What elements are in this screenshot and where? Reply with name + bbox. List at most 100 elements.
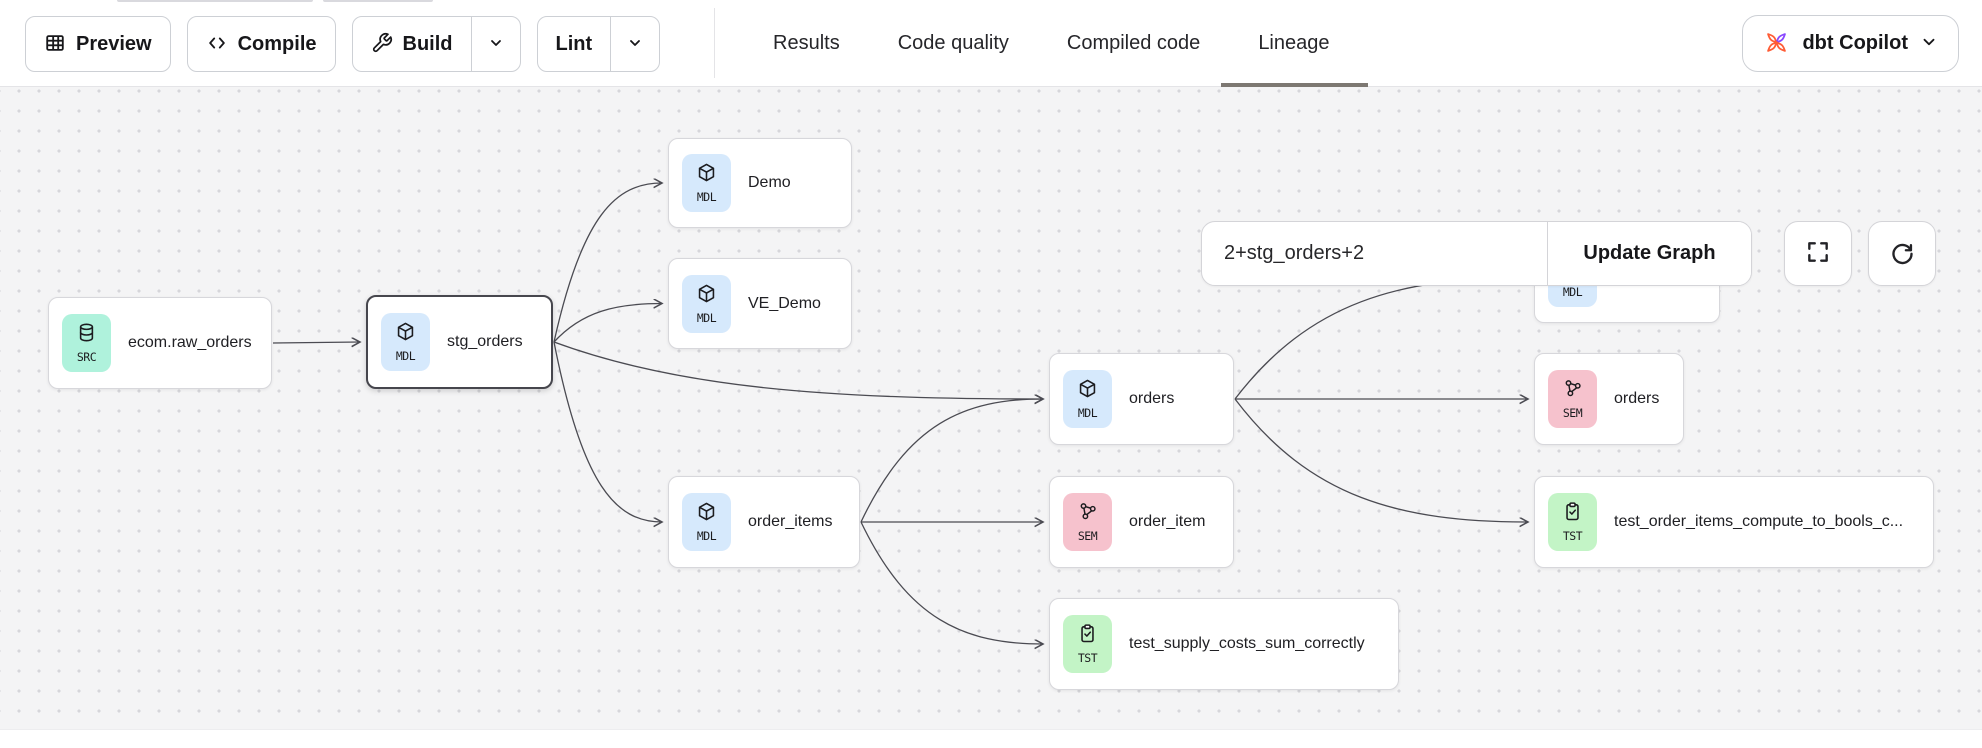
node-type-badge: TST	[1548, 493, 1597, 551]
cube-icon	[696, 501, 717, 527]
edge-stg_orders-to-ve_demo	[553, 304, 662, 343]
compile-button-label: Compile	[237, 32, 317, 55]
node-type-label: MDL	[1562, 284, 1583, 299]
node-type-badge: SEM	[1548, 370, 1597, 428]
lint-button-group: Lint	[536, 16, 661, 72]
table-icon	[44, 32, 66, 57]
node-type-badge: MDL	[682, 493, 731, 551]
build-button-group: Build	[351, 16, 521, 72]
node-name: ecom.raw_orders	[128, 334, 252, 351]
fullscreen-button[interactable]	[1784, 221, 1852, 286]
lineage-node-ve_demo[interactable]: MDL VE_Demo	[668, 258, 852, 349]
build-button-label: Build	[402, 32, 453, 55]
preview-button-label: Preview	[76, 32, 152, 55]
node-name: test_supply_costs_sum_correctly	[1129, 635, 1365, 652]
dbt-logo-icon	[1763, 29, 1790, 59]
compile-button[interactable]: Compile	[186, 16, 336, 72]
action-buttons: Preview Compile Build	[25, 16, 661, 72]
edge-stg_orders-to-demo	[553, 183, 662, 343]
semantic-network-icon	[1562, 378, 1583, 404]
node-name: order_item	[1129, 513, 1206, 530]
tab-compiled-code[interactable]: Compiled code	[1066, 32, 1201, 54]
build-dropdown-button[interactable]	[470, 17, 520, 71]
node-type-label: SRC	[76, 350, 97, 364]
edge-order_items-to-orders_mdl	[860, 399, 1043, 523]
node-type-badge: SRC	[62, 314, 111, 372]
code-icon	[206, 32, 228, 57]
node-type-badge: MDL	[682, 154, 731, 212]
result-tabs: Results Code quality Compiled code Lineage	[714, 0, 1368, 87]
lint-dropdown-button[interactable]	[610, 17, 659, 71]
node-type-label: MDL	[696, 190, 717, 204]
toolbar-divider	[714, 8, 715, 78]
selector-input[interactable]	[1202, 222, 1547, 285]
lineage-node-raw_orders[interactable]: SRC ecom.raw_orders	[48, 297, 272, 389]
tab-lineage[interactable]: Lineage	[1221, 0, 1368, 87]
node-type-label: TST	[1077, 651, 1098, 665]
clipboard-check-icon	[1077, 623, 1098, 649]
cube-icon	[1077, 378, 1098, 404]
refresh-button[interactable]	[1868, 221, 1936, 286]
update-graph-button[interactable]: Update Graph	[1547, 222, 1751, 285]
build-button[interactable]: Build	[353, 17, 471, 71]
node-type-label: SEM	[1077, 529, 1098, 543]
node-name: orders	[1129, 390, 1175, 407]
database-icon	[76, 322, 97, 348]
cube-icon	[395, 321, 416, 347]
node-type-badge: MDL	[1063, 370, 1112, 428]
lineage-node-stg_orders[interactable]: MDL stg_orders	[366, 295, 553, 389]
node-type-label: MDL	[1077, 406, 1098, 420]
lineage-node-test_order_items[interactable]: TST test_order_items_compute_to_bools_c..…	[1534, 476, 1934, 568]
graph-selector-group: Update Graph	[1201, 221, 1752, 286]
editor-tab-remnant	[323, 0, 433, 2]
lint-button-label: Lint	[555, 32, 593, 55]
chevron-down-icon	[1920, 33, 1938, 54]
toolbar: Preview Compile Build	[0, 0, 1982, 87]
status-strip	[0, 729, 1982, 739]
chevron-down-icon	[488, 35, 504, 54]
node-type-badge: MDL	[381, 313, 430, 371]
node-type-badge: SEM	[1063, 493, 1112, 551]
node-type-label: MDL	[696, 529, 717, 543]
lineage-node-order_item_sem[interactable]: SEM order_item	[1049, 476, 1234, 568]
lineage-node-order_items[interactable]: MDL order_items	[668, 476, 860, 568]
lineage-node-orders_mdl[interactable]: MDL orders	[1049, 353, 1234, 445]
cube-icon	[696, 162, 717, 188]
node-name: Demo	[748, 174, 791, 191]
tab-results[interactable]: Results	[773, 32, 840, 54]
lineage-node-orders_sem[interactable]: SEM orders	[1534, 353, 1684, 445]
node-type-label: SEM	[1562, 406, 1583, 420]
preview-button[interactable]: Preview	[25, 16, 171, 72]
clipboard-check-icon	[1562, 501, 1583, 527]
chevron-down-icon	[627, 35, 643, 54]
lineage-edges	[272, 87, 1982, 739]
lineage-node-demo[interactable]: MDL Demo	[668, 138, 852, 228]
semantic-network-icon	[1077, 501, 1098, 527]
node-type-badge: TST	[1063, 615, 1112, 673]
refresh-icon	[1889, 239, 1916, 269]
lineage-node-test_supply[interactable]: TST test_supply_costs_sum_correctly	[1049, 598, 1399, 690]
node-name: orders	[1614, 390, 1660, 407]
node-name: stg_orders	[447, 333, 523, 350]
tab-code-quality[interactable]: Code quality	[897, 32, 1009, 54]
edge-orders_mdl-to-test_order_items	[1234, 398, 1528, 522]
wrench-icon	[371, 32, 393, 57]
node-type-badge: MDL	[682, 274, 731, 333]
edge-stg_orders-to-order_items	[553, 341, 662, 522]
node-type-label: MDL	[395, 349, 416, 363]
edge-orders_mdl-to-customers	[1234, 278, 1528, 400]
dbt-copilot-label: dbt Copilot	[1802, 32, 1908, 54]
edge-stg_orders-to-orders_mdl	[553, 341, 1043, 399]
node-type-label: MDL	[696, 310, 717, 325]
fullscreen-icon	[1805, 239, 1831, 268]
edge-order_items-to-test_supply	[860, 521, 1043, 644]
dbt-copilot-button[interactable]: dbt Copilot	[1742, 15, 1959, 72]
node-type-label: TST	[1562, 529, 1583, 543]
lint-button[interactable]: Lint	[538, 17, 611, 71]
node-name: order_items	[748, 513, 833, 530]
node-name: test_order_items_compute_to_bools_c...	[1614, 513, 1904, 530]
edge-raw_orders-to-stg_orders	[272, 342, 360, 343]
node-name: VE_Demo	[748, 294, 821, 312]
cube-icon	[696, 283, 717, 309]
